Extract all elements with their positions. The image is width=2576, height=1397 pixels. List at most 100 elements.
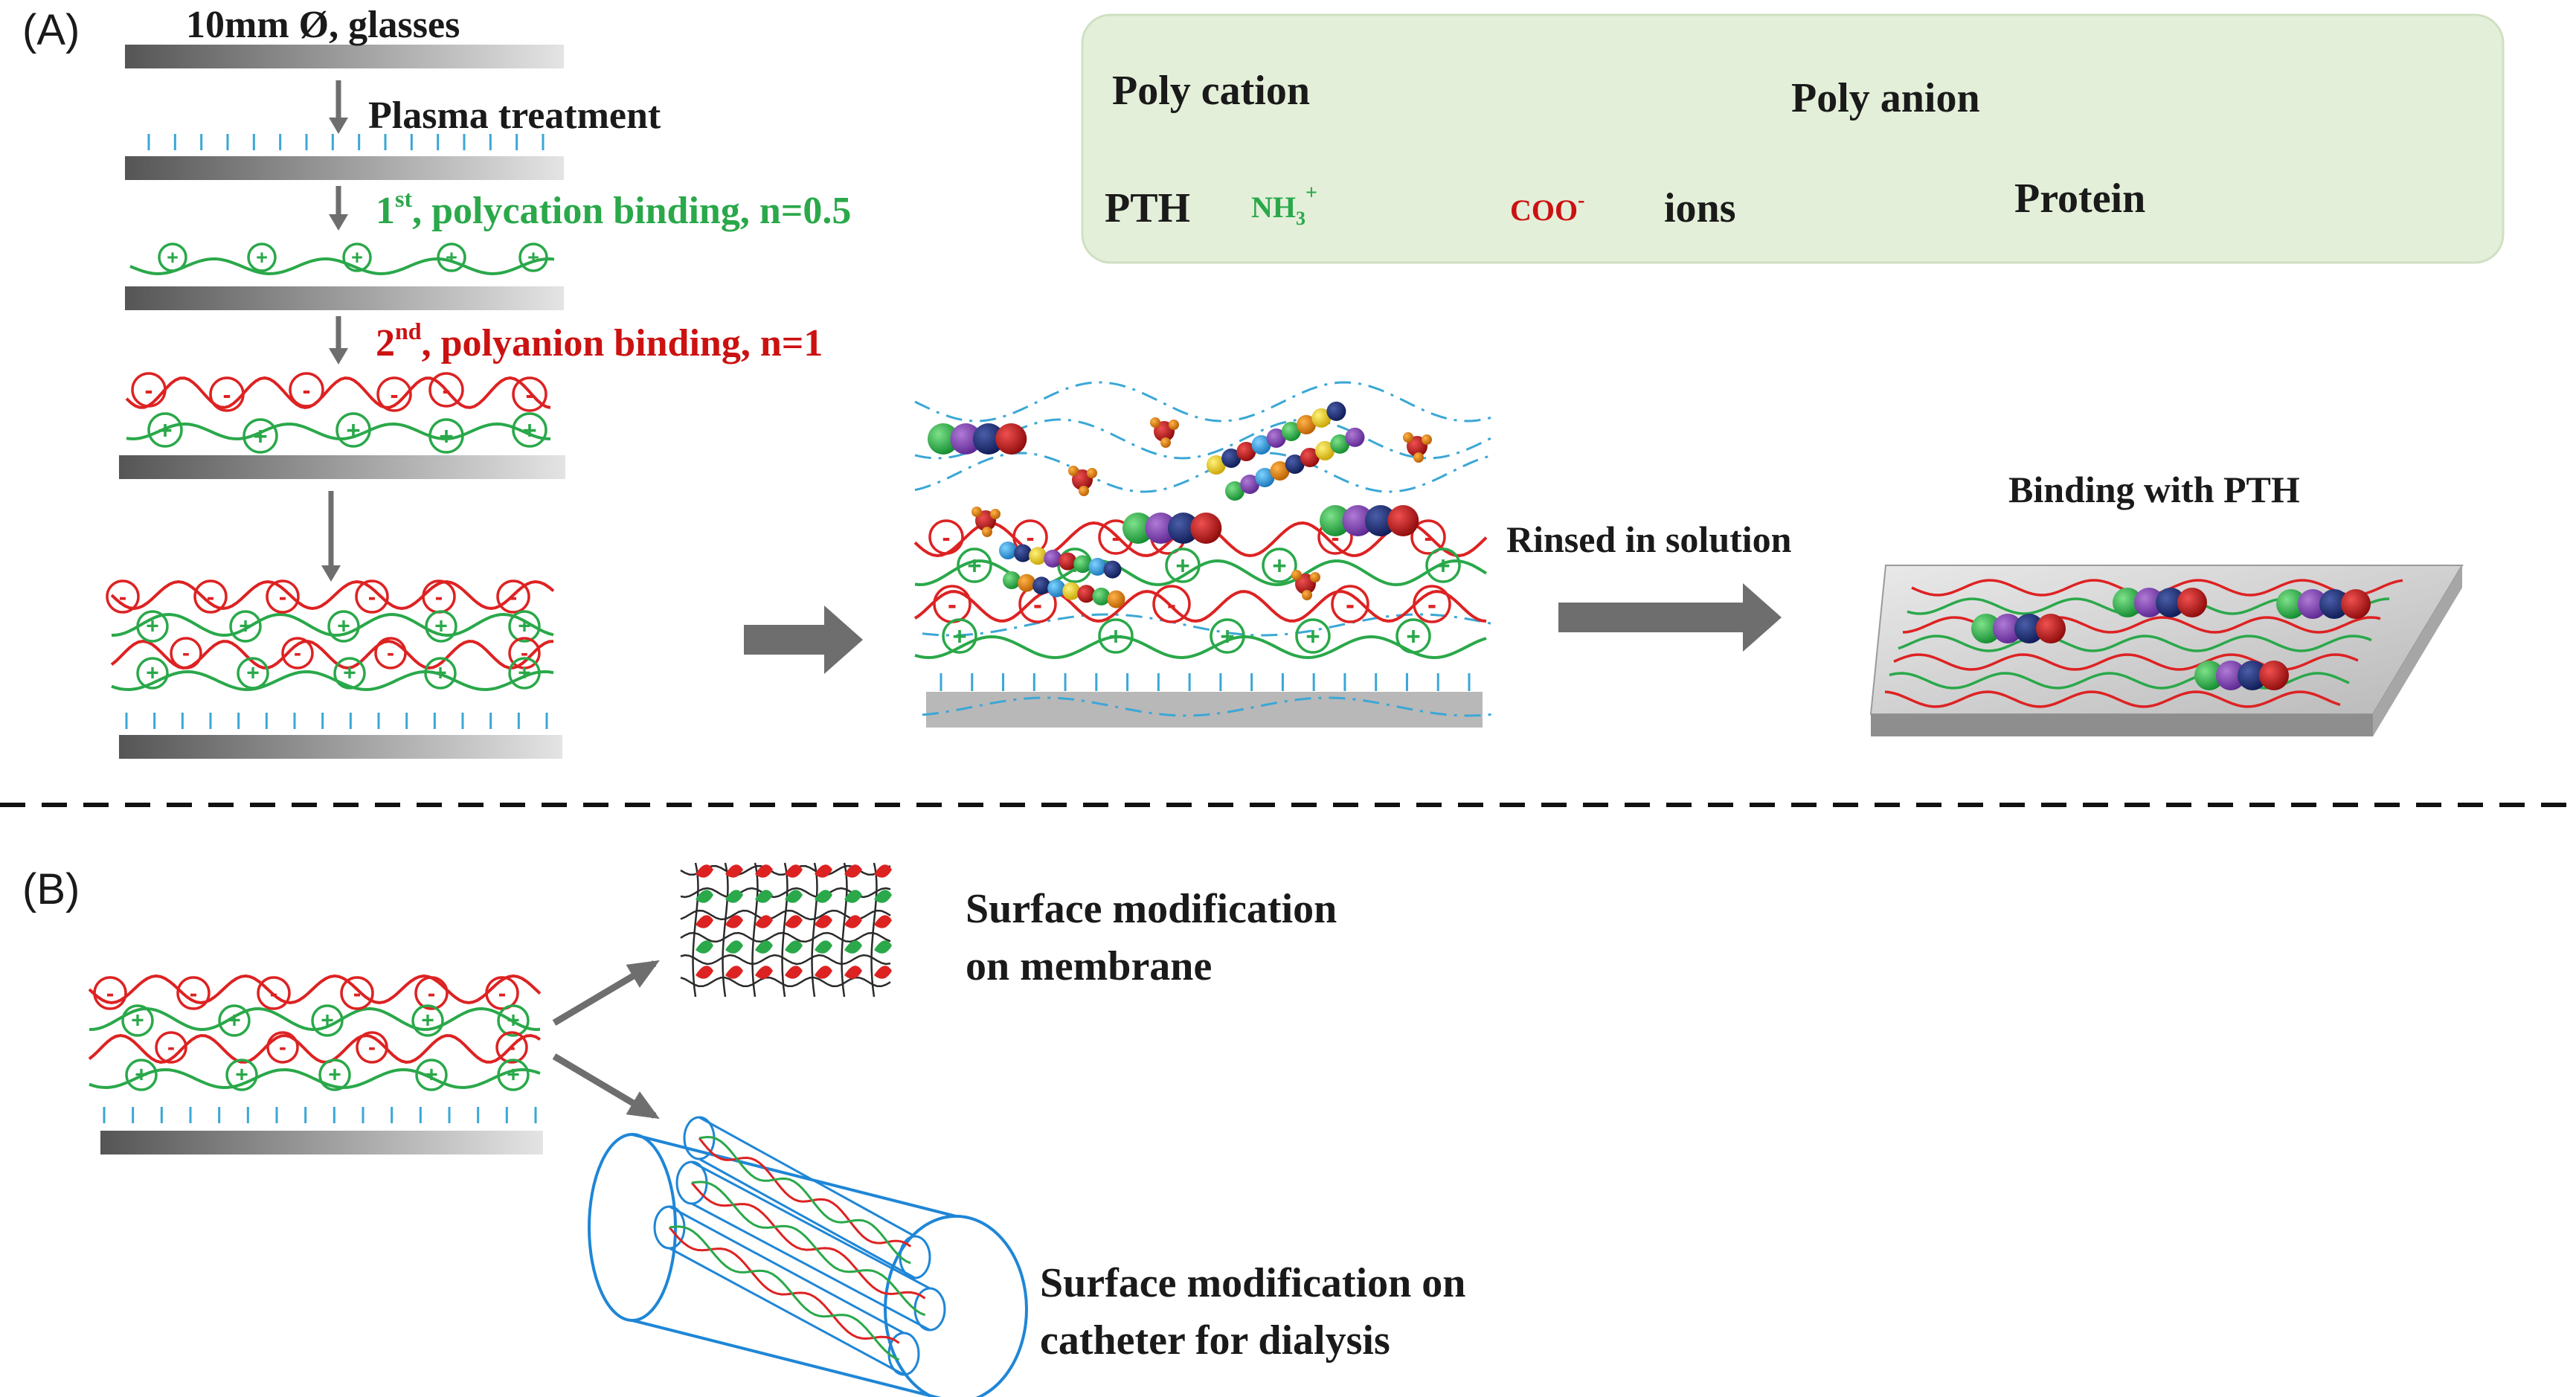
membrane-fiber-icon <box>680 931 891 943</box>
plus-charge-icon <box>1295 618 1331 654</box>
plus-charge-icon <box>327 610 360 643</box>
minus-charge-icon <box>1331 585 1369 623</box>
bead-icon <box>1107 590 1125 608</box>
minus-charge-icon <box>131 372 167 408</box>
membrane-leaf-icon <box>696 890 713 903</box>
membrane-leaf-icon <box>874 915 892 928</box>
plus-charge-icon <box>957 547 992 583</box>
plus-sign-icon: + <box>507 1063 520 1088</box>
plus-charge-icon <box>425 610 457 643</box>
plus-sign-icon: + <box>351 246 363 269</box>
polyanion-strand-icon <box>125 376 551 410</box>
bead-icon <box>1088 557 1107 576</box>
arrow-to-catheter-icon-head <box>626 1091 660 1120</box>
plus-charge-icon <box>1165 547 1201 583</box>
minus-charge-icon <box>106 579 140 614</box>
plus-sign-icon: + <box>952 623 966 650</box>
minus-sign-icon: - <box>1033 589 1042 620</box>
bead-icon <box>1225 481 1244 501</box>
membrane-leaf-icon <box>725 966 743 979</box>
catheter-label-line1: Surface modification on <box>1040 1260 1465 1306</box>
polycation-strand-icon <box>129 257 555 276</box>
bead-icon <box>1310 572 1320 582</box>
plus-sign-icon: + <box>343 661 356 686</box>
plus-sign-icon: + <box>253 423 267 450</box>
minus-sign-icon: - <box>119 583 127 610</box>
membrane-leaf-icon <box>874 966 892 979</box>
glass-slide-step1-icon <box>125 286 564 310</box>
minus-sign-icon: - <box>428 980 436 1006</box>
bead-icon <box>1236 441 1256 461</box>
minus-charge-icon <box>376 376 412 412</box>
minus-charge-icon <box>193 579 228 614</box>
plus-charge-icon <box>125 1059 158 1091</box>
bead-icon <box>2134 588 2164 617</box>
step2-label: 2nd, polyanion binding, n=1 <box>376 318 823 364</box>
glass-slide-step2-icon <box>119 455 565 479</box>
plus-sign-icon: + <box>522 417 536 444</box>
plus-charge-icon <box>218 1004 251 1037</box>
membrane-label-line1: Surface modification <box>966 886 1337 932</box>
membrane-leaf-icon <box>755 890 773 903</box>
bead-icon <box>1302 590 1312 600</box>
minus-charge-icon <box>356 1031 388 1064</box>
minus-charge-icon <box>257 976 291 1010</box>
membrane-leaf-icon <box>874 864 892 878</box>
bead-icon <box>928 423 959 455</box>
lumen-wall-icon <box>691 1202 931 1332</box>
plus-charge-icon <box>508 657 541 690</box>
plus-sign-icon: + <box>135 1063 148 1088</box>
bead-icon <box>1032 577 1051 595</box>
binding-pth-label: Binding with PTH <box>2008 469 2300 510</box>
plus-sign-icon: + <box>1305 623 1320 650</box>
down-arrow-head-icon <box>329 348 348 364</box>
polyanion-strand-icon <box>110 639 554 670</box>
legend-box <box>1081 13 2505 264</box>
polyanion-strand-icon <box>913 589 1487 623</box>
plus-charge-icon <box>1262 547 1297 583</box>
minus-sign-icon: - <box>1346 589 1355 620</box>
polyanion-strand-icon <box>110 579 555 611</box>
plus-sign-icon: + <box>228 1009 241 1033</box>
bead-icon <box>1300 447 1320 467</box>
plus-sign-icon: + <box>434 614 448 639</box>
lumen-polycation-icon <box>691 1181 926 1317</box>
legend-pth-label: PTH <box>1105 185 1190 231</box>
catheter-outline-icon <box>632 1133 957 1218</box>
minus-sign-icon: - <box>1332 524 1340 551</box>
minus-sign-icon: - <box>508 1035 515 1060</box>
membrane-leaf-icon <box>844 915 862 928</box>
bead-icon <box>1320 505 1351 536</box>
membrane-leaf-icon <box>844 864 862 878</box>
plus-charge-icon <box>508 610 541 643</box>
minus-charge-icon <box>266 579 300 614</box>
plus-charge-icon <box>229 610 262 643</box>
water-wave-icon <box>922 613 1494 637</box>
minus-sign-icon: - <box>353 980 362 1006</box>
lumen-polyanion-icon <box>668 1227 900 1344</box>
plus-charge-icon <box>1395 618 1431 654</box>
bead-icon <box>1150 417 1160 428</box>
bead-icon <box>2177 588 2207 617</box>
plus-charge-icon <box>335 412 371 448</box>
membrane-leaf-icon <box>696 940 713 954</box>
minus-charge-icon <box>1413 585 1451 623</box>
bead-icon <box>2156 588 2185 617</box>
bead-icon <box>1077 585 1096 603</box>
minus-sign-icon: - <box>1027 524 1035 551</box>
plus-sign-icon: + <box>146 614 159 639</box>
membrane-fiber-icon <box>870 862 878 998</box>
plus-sign-icon: + <box>1220 623 1234 650</box>
minus-charge-icon <box>340 976 374 1010</box>
minus-sign-icon: - <box>387 641 394 666</box>
bead-icon <box>1240 474 1260 494</box>
plus-charge-icon <box>158 243 187 272</box>
down-arrow-head-icon <box>329 118 348 134</box>
catheter-start-icon <box>588 1133 677 1322</box>
catheter-label-line2: catheter for dialysis <box>1040 1317 1390 1364</box>
legend-protein-label: Protein <box>2014 176 2145 222</box>
membrane-leaf-icon <box>725 864 743 878</box>
plus-charge-icon <box>518 243 548 272</box>
plus-sign-icon: + <box>346 417 360 444</box>
